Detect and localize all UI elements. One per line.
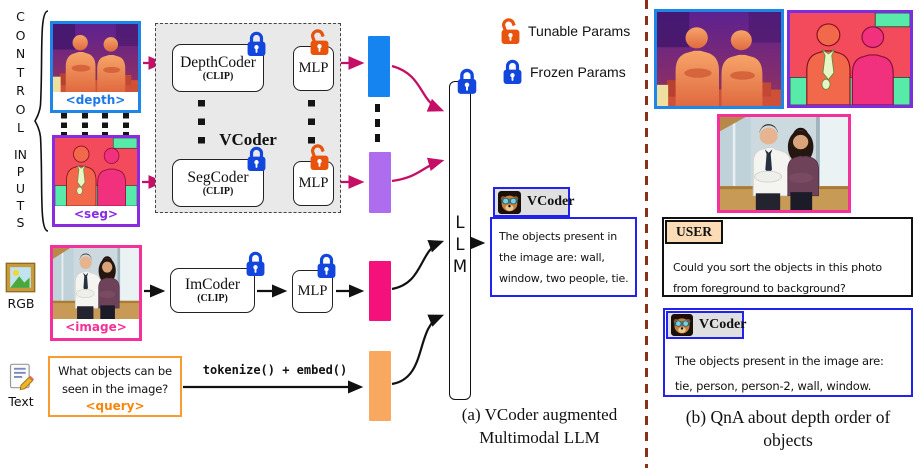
caption-a-line2: Multimodal LLM xyxy=(479,427,600,447)
query-line-2: seen in the image? xyxy=(61,382,169,396)
seg-embedding-bar xyxy=(369,152,391,213)
imcoder-label: ImCoder xyxy=(184,276,241,293)
answer-line: The objects present in the image are: xyxy=(675,354,884,368)
mlp-seg-label: MLP xyxy=(298,175,329,191)
depth-result-image xyxy=(654,9,784,109)
tokenize-embed-label: tokenize() + embed() xyxy=(202,363,348,377)
frozen-lock-icon xyxy=(245,250,266,277)
query-tag: <query> xyxy=(85,399,145,413)
frozen-lock-icon xyxy=(502,58,523,85)
depth-embedding-bar xyxy=(368,36,390,97)
response-line: the image are: wall, xyxy=(499,251,605,264)
panel-divider xyxy=(645,0,648,468)
user-header: USER xyxy=(665,220,724,244)
caption-b: (b) QnA about depth order of objects xyxy=(658,406,918,452)
vcoder-answer-name: VCoder xyxy=(699,317,747,332)
mlp-image-label: MLP xyxy=(297,283,328,299)
dot-column xyxy=(122,113,129,136)
user-question-line: Could you sort the objects in this photo xyxy=(673,261,882,274)
answer-line: tie, person, person-2, wall, window. xyxy=(675,379,872,393)
llm-box: L L M xyxy=(449,81,471,400)
text-caption: Text xyxy=(8,394,34,409)
tunable-lock-icon xyxy=(500,18,521,45)
vcoder-answer-box: VCoder The objects present in the image … xyxy=(663,308,913,397)
imcoder-sublabel: (CLIP) xyxy=(197,293,228,304)
depthcoder-label: DepthCoder xyxy=(180,53,256,71)
image-tag: <image> xyxy=(65,320,127,334)
llm-letter: L xyxy=(455,235,465,254)
control-rail-label: CONTROL xyxy=(15,9,26,135)
seg-map-image xyxy=(55,138,137,206)
tunable-lock-icon xyxy=(309,29,330,56)
caption-a-line1: (a) VCoder augmented xyxy=(461,405,618,424)
inputs-rail-label: INPUTS xyxy=(13,147,28,230)
imcoder-box: ImCoder (CLIP) xyxy=(170,268,255,313)
seg-input-box: <seg> xyxy=(52,135,140,227)
vcoder-response-name: VCoder xyxy=(527,194,575,209)
control-inputs-brace xyxy=(34,10,49,232)
depth-tag: <depth> xyxy=(65,93,126,107)
dot-column xyxy=(61,113,67,136)
vcoder-response-box: The objects present in the image are: wa… xyxy=(490,217,637,297)
query-input-box: What objects can be seen in the image? <… xyxy=(48,356,182,417)
response-line: The objects present in xyxy=(499,230,618,243)
frozen-lock-icon xyxy=(316,252,337,279)
depth-input-box: <depth> xyxy=(50,21,141,113)
dot-column xyxy=(102,113,109,136)
image-embedding-bar xyxy=(369,261,391,321)
bar-ellipsis-dashes xyxy=(375,104,380,148)
depthcoder-sublabel: (CLIP) xyxy=(202,70,234,82)
user-question-box: USER Could you sort the objects in this … xyxy=(662,217,913,297)
rgb-caption: RGB xyxy=(7,296,35,311)
vcoder-module: VCoder DepthCoder (CLIP) MLP SegCoder (C… xyxy=(155,23,341,213)
user-question-line: from foreground to background? xyxy=(673,282,846,295)
coder-ellipsis-dots xyxy=(198,100,205,146)
segcoder-label: SegCoder xyxy=(187,168,249,186)
llm-letter: M xyxy=(452,257,468,276)
frozen-lock-icon xyxy=(246,30,267,57)
depth-map-image xyxy=(53,24,138,92)
segcoder-sublabel: (CLIP) xyxy=(202,185,234,197)
legend-tunable-label: Tunable Params xyxy=(528,23,631,39)
rgb-photo-image xyxy=(53,248,139,319)
tunable-lock-icon xyxy=(309,144,330,171)
depth-seg-ellipsis-dots xyxy=(61,113,129,136)
seg-result-image xyxy=(787,10,913,108)
seg-tag: <seg> xyxy=(74,207,118,221)
response-line: window, two people, tie. xyxy=(499,272,629,285)
legend-frozen-label: Frozen Params xyxy=(530,64,626,80)
frozen-lock-icon xyxy=(246,145,267,172)
mlp-depth-label: MLP xyxy=(298,60,329,76)
vcoder-response-header: VCoder xyxy=(493,187,574,217)
dot-column xyxy=(81,113,88,136)
llm-letter: L xyxy=(455,213,465,232)
vcoder-avatar xyxy=(671,314,693,336)
vcoder-answer-header: VCoder xyxy=(666,311,747,339)
text-embedding-bar xyxy=(369,351,391,421)
query-line-1: What objects can be xyxy=(58,364,172,378)
caption-b-line1: (b) QnA about depth order of xyxy=(685,407,891,427)
rgb-input-box: <image> xyxy=(50,245,142,341)
frozen-lock-icon xyxy=(456,67,478,95)
mlp-ellipsis-dots xyxy=(308,100,315,146)
caption-a: (a) VCoder augmented Multimodal LLM xyxy=(452,404,627,449)
vcoder-module-title: VCoder xyxy=(219,130,277,149)
rgb-photo-panel-b xyxy=(717,114,851,213)
vcoder-avatar xyxy=(498,191,521,214)
caption-b-line2: objects xyxy=(763,430,813,450)
